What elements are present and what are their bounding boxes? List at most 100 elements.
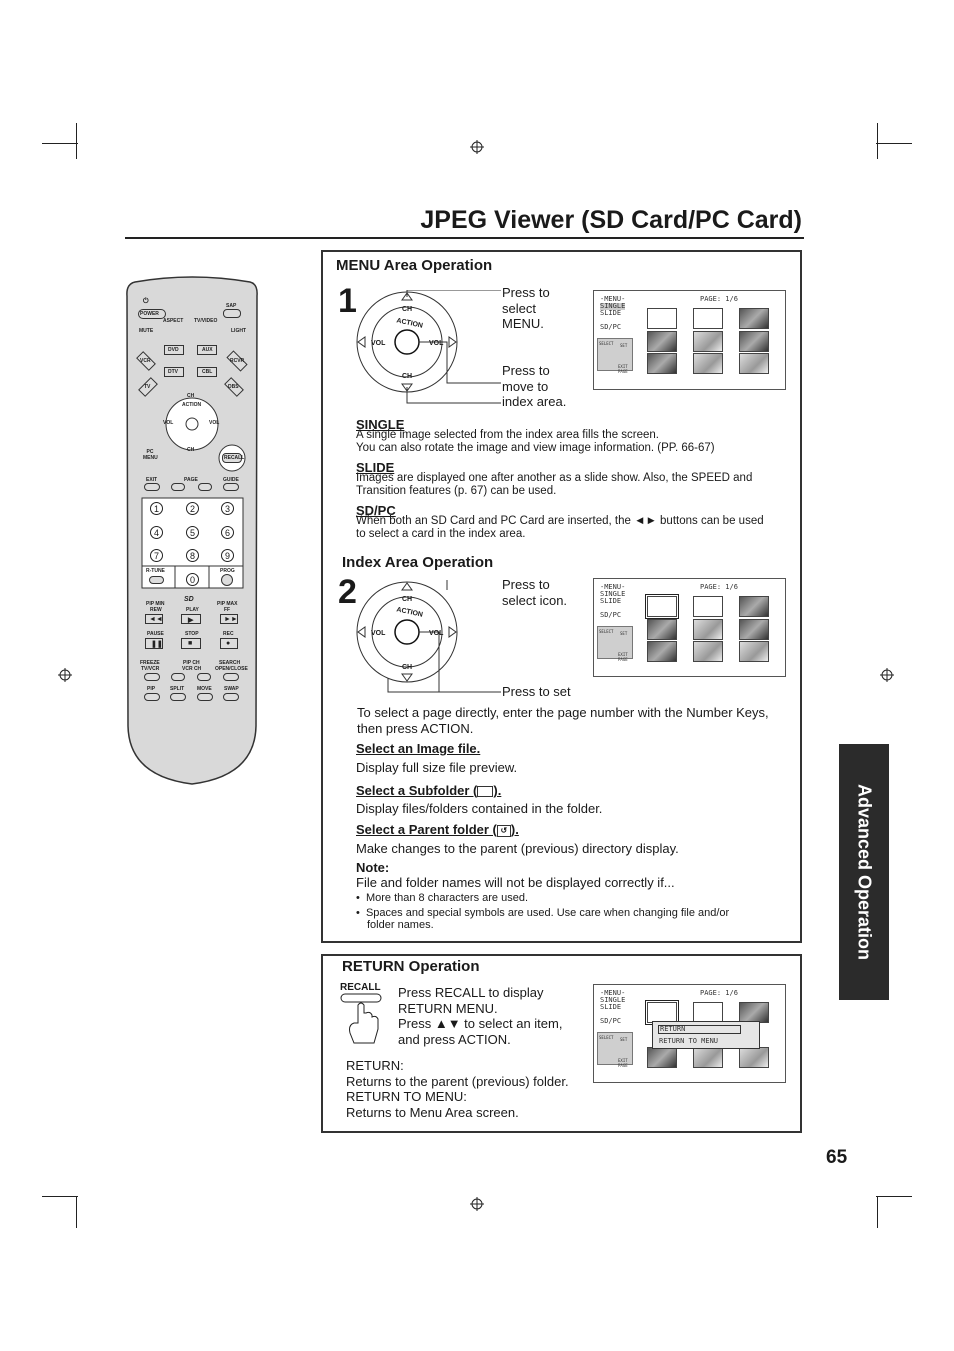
pip-label: PIP bbox=[147, 686, 156, 692]
key-0[interactable]: 0 bbox=[186, 573, 199, 586]
search-button[interactable] bbox=[223, 673, 239, 681]
guide-button[interactable] bbox=[223, 483, 239, 491]
pause-button[interactable]: ❚❚ bbox=[145, 638, 163, 649]
cbl-button[interactable] bbox=[197, 367, 217, 377]
crop-mark bbox=[877, 123, 878, 159]
exit-button[interactable] bbox=[144, 483, 160, 491]
folder-icon bbox=[693, 308, 723, 329]
split-button[interactable] bbox=[170, 693, 186, 701]
parent-folder-icon bbox=[645, 1000, 679, 1025]
pointing-hand-icon bbox=[340, 993, 382, 1044]
image-thumbnail bbox=[647, 619, 677, 640]
screen-sdpc-label: SD/PC bbox=[600, 611, 622, 619]
recall-button[interactable] bbox=[222, 453, 242, 463]
image-thumbnail bbox=[739, 641, 769, 662]
image-thumbnail bbox=[739, 596, 769, 617]
screen-menu-label: -MENU- bbox=[600, 989, 626, 997]
key-2[interactable]: 2 bbox=[186, 502, 199, 515]
play-button[interactable]: ▶ bbox=[181, 614, 201, 624]
ff-label: FF bbox=[224, 607, 231, 613]
key-3[interactable]: 3 bbox=[221, 502, 234, 515]
dtv-label: DTV bbox=[168, 369, 178, 375]
key-8[interactable]: 8 bbox=[186, 549, 199, 562]
power-button[interactable] bbox=[138, 309, 166, 319]
page-down-button[interactable] bbox=[171, 483, 185, 491]
crop-mark bbox=[76, 1196, 77, 1228]
key-7[interactable]: 7 bbox=[150, 549, 163, 562]
stop-label: STOP bbox=[185, 631, 199, 637]
registration-mark-icon bbox=[880, 668, 894, 682]
ff-button[interactable]: ►► bbox=[220, 614, 238, 624]
return-option[interactable]: RETURN bbox=[658, 1025, 741, 1034]
page-label: PAGE bbox=[184, 477, 198, 483]
image-thumbnail bbox=[693, 619, 723, 640]
image-thumbnail bbox=[647, 353, 677, 374]
folder-icon bbox=[477, 786, 494, 798]
rew-label: REW bbox=[150, 607, 162, 613]
single-title: SINGLE bbox=[356, 417, 405, 432]
step-number: 1 bbox=[338, 282, 357, 320]
vol-right-label: VOL bbox=[209, 420, 220, 426]
pause-icon: ❚❚ bbox=[151, 641, 163, 648]
dial-ch-up-label: CH bbox=[402, 306, 413, 313]
swap-button[interactable] bbox=[223, 693, 239, 701]
action-label: ACTION bbox=[182, 402, 202, 408]
return-heading: RETURN Operation bbox=[342, 958, 480, 975]
single-description: A single image selected from the index a… bbox=[356, 429, 715, 454]
page-up-button[interactable] bbox=[198, 483, 212, 491]
key-5[interactable]: 5 bbox=[186, 526, 199, 539]
slide-description: Images are displayed one after another a… bbox=[356, 472, 753, 497]
return-menu-popup: RETURN RETURN TO MENU bbox=[652, 1021, 760, 1049]
exit-label: EXIT bbox=[146, 477, 158, 483]
image-thumbnail bbox=[647, 331, 677, 352]
screen-page-label: PAGE: 1/6 bbox=[700, 295, 738, 303]
select-image-title: Select an Image file. bbox=[356, 741, 481, 756]
ch-up-label: CH bbox=[187, 393, 195, 399]
power-icon: ⏻ bbox=[143, 298, 149, 305]
page-title: JPEG Viewer (SD Card/PC Card) bbox=[420, 206, 802, 234]
prog-button[interactable] bbox=[221, 574, 233, 586]
key-4[interactable]: 4 bbox=[150, 526, 163, 539]
page-number: 65 bbox=[826, 1147, 848, 1168]
rec-icon: ● bbox=[226, 640, 231, 647]
recall-label: RECALL bbox=[224, 455, 245, 461]
rec-button[interactable]: ● bbox=[220, 638, 238, 649]
pip-button[interactable] bbox=[144, 693, 160, 701]
dial-vol-right-label: VOL bbox=[429, 630, 444, 637]
ff-icon: ►► bbox=[224, 616, 238, 623]
registration-mark-icon bbox=[470, 1197, 484, 1211]
aux-button[interactable] bbox=[197, 345, 217, 355]
key-1[interactable]: 1 bbox=[150, 502, 163, 515]
dvd-button[interactable] bbox=[164, 345, 184, 355]
title-rule bbox=[125, 237, 804, 239]
step-number: 2 bbox=[338, 573, 357, 611]
move-button[interactable] bbox=[197, 693, 213, 701]
key-9[interactable]: 9 bbox=[221, 549, 234, 562]
stop-button[interactable]: ■ bbox=[181, 638, 201, 649]
sap-button[interactable] bbox=[223, 309, 241, 318]
r-tune-button[interactable] bbox=[149, 576, 164, 584]
vcr-ch-label: VCR CH bbox=[182, 666, 202, 672]
folder-icon bbox=[693, 596, 723, 617]
image-thumbnail bbox=[647, 1047, 677, 1068]
image-thumbnail bbox=[647, 641, 677, 662]
section-tab-label: Advanced Operation bbox=[854, 783, 875, 961]
key-6[interactable]: 6 bbox=[221, 526, 234, 539]
screen-nav-guide: SELECT SET EXIT PAGE bbox=[597, 338, 633, 374]
index-screen-preview: -MENU- SINGLE SLIDE SD/PC PAGE: 1/6 SELE… bbox=[593, 578, 786, 677]
image-thumbnail bbox=[739, 353, 769, 374]
return-to-menu-option[interactable]: RETURN TO MENU bbox=[659, 1037, 719, 1045]
pip-ch-down-button[interactable] bbox=[171, 673, 185, 681]
dtv-button[interactable] bbox=[164, 367, 184, 377]
return-descriptions: RETURN:Returns to the parent (previous) … bbox=[346, 1058, 569, 1120]
freeze-button[interactable] bbox=[144, 673, 160, 681]
rew-button[interactable]: ◄◄ bbox=[145, 614, 163, 624]
pip-ch-up-button[interactable] bbox=[197, 673, 211, 681]
note-bullets: • More than 8 characters are used. • Spa… bbox=[356, 892, 729, 932]
screen-slide-label: SLIDE bbox=[600, 1003, 622, 1011]
play-label: PLAY bbox=[186, 607, 199, 613]
pc-menu-label: PC MENU bbox=[143, 449, 158, 461]
